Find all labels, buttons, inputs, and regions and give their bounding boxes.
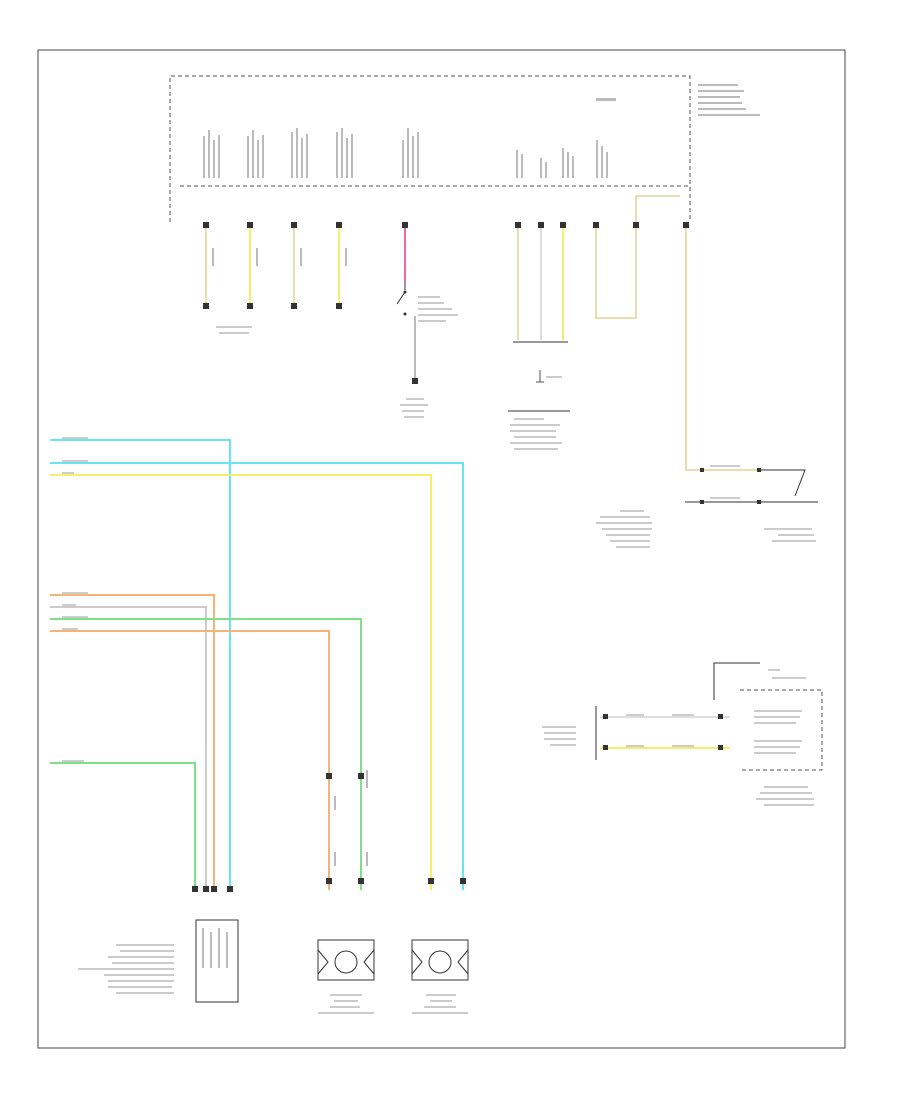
wire xyxy=(50,762,196,890)
wire xyxy=(50,630,330,890)
harness-wires xyxy=(50,437,466,892)
switch-icon xyxy=(396,282,407,316)
ground-icon xyxy=(536,370,544,383)
top-control-module xyxy=(169,75,760,222)
wire xyxy=(595,195,680,319)
wheel-speed-sensor-icon xyxy=(317,939,375,981)
left-front-wheel-speed-block xyxy=(542,662,823,806)
module-output-wires xyxy=(203,195,818,548)
diagram-frame xyxy=(37,49,846,1049)
wire xyxy=(50,594,215,890)
right-rear-wheel-speed-sensor xyxy=(317,939,375,1014)
wire xyxy=(50,474,432,890)
wire xyxy=(50,439,231,890)
wire xyxy=(50,606,207,890)
left-rear-wheel-speed-sensor xyxy=(411,939,469,1014)
wire xyxy=(50,462,464,890)
wire xyxy=(685,226,760,471)
wheel-speed-sensor-icon xyxy=(411,939,469,981)
wire xyxy=(50,618,362,890)
steering-angle-sensor xyxy=(78,919,239,1003)
